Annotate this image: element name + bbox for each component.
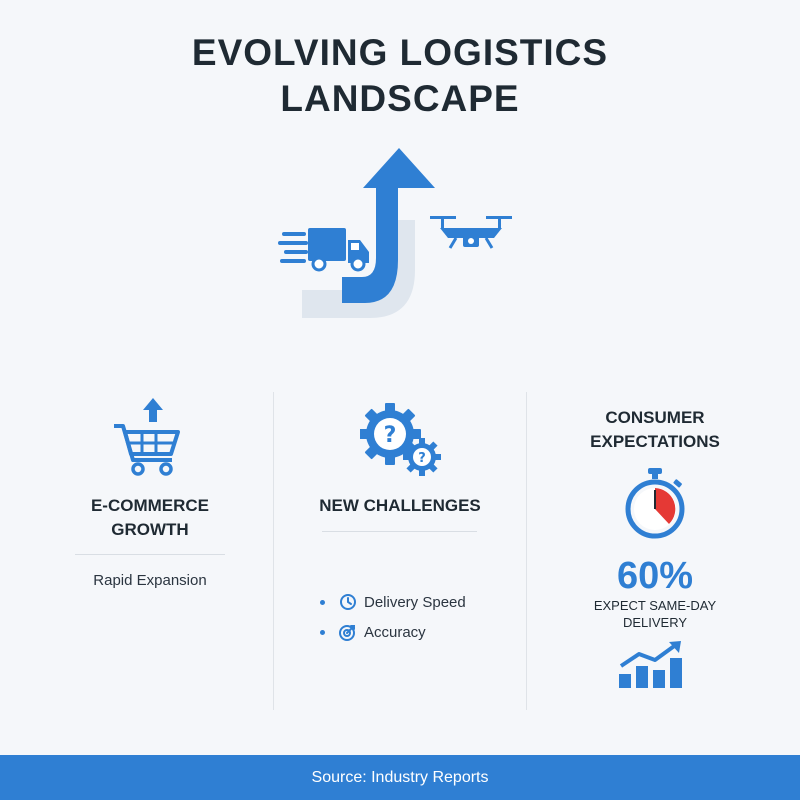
clock-icon: [340, 594, 356, 610]
challenges-column: ? ? NEW CHALLENGES: [295, 390, 505, 710]
delivery-truck-icon: [308, 228, 369, 272]
target-icon: [339, 625, 355, 641]
ecommerce-heading-line-1: E-COMMERCE: [90, 496, 210, 515]
challenges-divider: [322, 531, 477, 532]
column-divider-left: [273, 392, 274, 710]
ecommerce-heading-line-2: GROWTH: [111, 520, 189, 539]
ecommerce-divider: [75, 554, 225, 555]
svg-text:?: ?: [384, 423, 397, 448]
footer-text: Source: Industry Reports: [311, 768, 489, 786]
stat-caption: EXPECT SAME-DAY DELIVERY: [540, 597, 770, 631]
stat-caption-line-1: EXPECT SAME-DAY: [593, 598, 717, 613]
ecommerce-subtext: Rapid Expansion: [93, 572, 207, 589]
challenges-heading: NEW CHALLENGES: [319, 496, 481, 515]
bar-chart-growth-icon: [619, 641, 682, 688]
stopwatch-icon: [625, 468, 685, 539]
bullet-dot: [320, 629, 325, 635]
challenges-list: Delivery Speed Accuracy: [320, 587, 466, 647]
growth-arrow-icon: [278, 148, 512, 318]
ecommerce-heading: E-COMMERCE GROWTH: [50, 494, 250, 542]
list-item-label: Delivery Speed: [364, 593, 466, 611]
consumer-column: CONSUMER EXPECTATIONS 60% EXPECT SAME-DA…: [540, 390, 770, 710]
drone-icon: [430, 216, 512, 249]
ecommerce-column: E-COMMERCE GROWTH Rapid Expansion: [50, 390, 250, 710]
consumer-heading-line-2: EXPECTATIONS: [590, 432, 720, 451]
stat-value: 60%: [616, 555, 694, 597]
consumer-heading: CONSUMER EXPECTATIONS: [540, 406, 770, 454]
stat-caption-line-2: DELIVERY: [622, 615, 688, 630]
title-line-1: EVOLVING LOGISTICS: [191, 32, 609, 73]
column-divider-right: [526, 392, 527, 710]
bullet-dot: [320, 599, 325, 605]
gear-question-icon: ? ?: [360, 403, 441, 476]
shopping-cart-icon: [114, 398, 180, 476]
svg-text:?: ?: [418, 451, 426, 466]
list-item: Accuracy: [320, 617, 466, 647]
list-item: Delivery Speed: [320, 587, 466, 617]
speed-lines-icon: [278, 232, 308, 263]
hero-illustration: [270, 140, 530, 330]
consumer-heading-line-1: CONSUMER: [605, 408, 705, 427]
source-footer: Source: Industry Reports: [0, 755, 800, 800]
title-line-2: LANDSCAPE: [280, 78, 520, 119]
page-title: EVOLVING LOGISTICS LANDSCAPE: [0, 30, 800, 122]
list-item-label: Accuracy: [364, 623, 426, 641]
